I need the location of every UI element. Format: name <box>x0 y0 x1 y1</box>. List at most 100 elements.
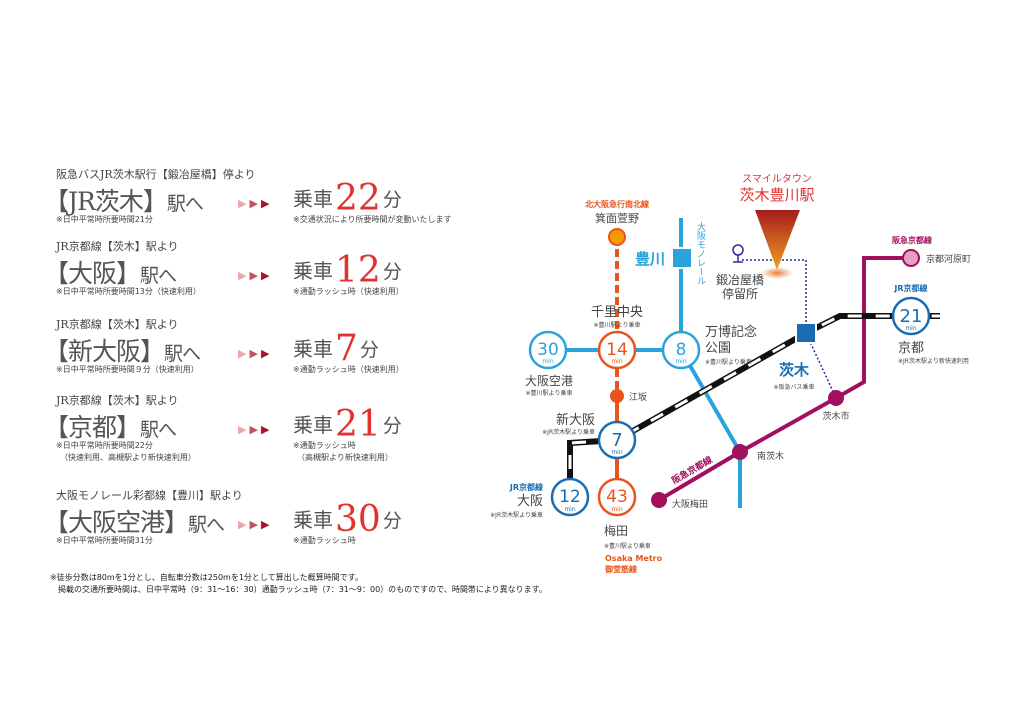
arrow-icon: ▶ <box>249 197 261 210</box>
site-glow <box>761 267 793 279</box>
arrow-icon: ▶ <box>238 423 250 436</box>
line-label: 阪急京都線 <box>892 235 932 245</box>
min-label: min <box>542 358 554 365</box>
note-line: ※通勤ラッシュ時（快速利用） <box>293 365 404 374</box>
site-subtitle: スマイルタウン <box>742 173 812 185</box>
station-circle <box>891 296 931 336</box>
station-dot <box>828 390 844 406</box>
station-dot <box>902 249 920 267</box>
note-line: ※通勤ラッシュ時 <box>293 441 356 450</box>
note-line: ※通勤ラッシュ時（快速利用） <box>293 287 404 296</box>
arrow-icon: ▶ <box>249 347 261 360</box>
route-shin-osaka: JR京都線【茨木】駅より 【新大阪】駅へ ※日中平常時所要時間９分（快速利用） … <box>44 316 496 396</box>
site-name: 茨木豊川駅 <box>739 186 814 204</box>
destination-suffix: 駅へ <box>188 514 225 536</box>
destination-name: 【JR茨木】 <box>44 187 168 216</box>
ride-minutes: 22 <box>335 178 381 219</box>
arrow-icon: ▶ <box>260 269 273 282</box>
ride-minutes: 7 <box>335 328 358 369</box>
arrow-icon: ▶▶▶ <box>238 269 272 282</box>
station-square <box>671 247 693 269</box>
ride-note: ※通勤ラッシュ時 <box>293 535 356 547</box>
min-label: min <box>611 449 623 456</box>
arrow-icon: ▶ <box>260 518 273 531</box>
ride-unit: 分 <box>382 510 402 532</box>
station-label: 京都 <box>898 341 924 356</box>
station-circle <box>597 477 637 517</box>
station-note: ※豊川駅より乗車 <box>526 389 573 397</box>
line-label: JR京都線 <box>893 283 927 293</box>
note-line: ※交通状況により所要時間が変動いたします <box>293 215 452 224</box>
route-destination: 【新大阪】駅へ <box>44 332 201 368</box>
arrow-icon: ▶ <box>238 347 250 360</box>
arrow-icon: ▶ <box>260 347 273 360</box>
station-note: ※JR茨木駅より乗車 <box>490 511 543 519</box>
arrow-icon: ▶ <box>249 269 261 282</box>
note-line: ※日中平常時所要時間31分 <box>56 536 153 545</box>
station-label: 梅田 <box>604 523 628 538</box>
station-note: ※豊川駅より乗車 <box>594 321 641 329</box>
ride-minutes: 30 <box>335 499 381 540</box>
route-jr-ibaraki: 阪急バスJR茨木駅行【鍛冶屋橋】停より 【JR茨木】駅へ ※日中平常時所要時間2… <box>44 166 496 246</box>
min-label: min <box>611 358 623 365</box>
station-note: ※JR茨木駅より乗車 <box>542 428 595 436</box>
line-label: 大阪モノレール <box>695 221 706 285</box>
route-origin: JR京都線【茨木】駅より <box>56 318 179 331</box>
footnote-line: 掲載の交通所要時間は、日中平常時（9：31～16：30）通勤ラッシュ時（7：31… <box>50 585 547 594</box>
route-note: ※日中平常時所要時間13分（快速利用） <box>56 286 201 298</box>
hankyu-line <box>657 256 911 502</box>
line-label: 御堂筋線 <box>604 564 637 574</box>
route-note: ※日中平常時所要時間22分 （快速利用、高槻駅より新快速利用） <box>56 440 196 464</box>
station-label: 万博記念 <box>705 324 757 340</box>
ride-label: 乗車 <box>293 413 333 437</box>
station-circle <box>528 330 568 370</box>
station-label: 鍛冶屋橋 <box>716 273 764 287</box>
station-note: ※豊川駅より乗車 <box>705 358 752 366</box>
station-label: 豊川 <box>635 250 665 268</box>
ride-note: ※通勤ラッシュ時（快速利用） <box>293 364 404 376</box>
note-line: ※日中平常時所要時間９分（快速利用） <box>56 365 199 374</box>
station-label: 大阪梅田 <box>672 498 708 510</box>
route-note: ※日中平常時所要時間31分 <box>56 535 153 547</box>
arrow-icon: ▶ <box>260 423 273 436</box>
note-line: ※通勤ラッシュ時 <box>293 536 356 545</box>
line-label: JR京都線 <box>509 482 543 492</box>
station-label: 新大阪 <box>556 412 595 428</box>
station-minutes: 43 <box>606 487 628 507</box>
route-note: ※日中平常時所要時間９分（快速利用） <box>56 364 199 376</box>
jr-line <box>568 314 940 497</box>
station-minutes: 8 <box>676 340 687 360</box>
ride-unit: 分 <box>382 189 402 211</box>
ride-unit: 分 <box>382 415 402 437</box>
arrow-icon: ▶▶▶ <box>238 347 272 360</box>
station-note: ※阪急バス乗車 <box>773 383 814 391</box>
line-label: 北大阪急行南北線 <box>585 199 649 209</box>
station-label: 茨木 <box>779 361 810 379</box>
station-circle <box>550 477 590 517</box>
route-osaka: JR京都線【茨木】駅より 【大阪】駅へ ※日中平常時所要時間13分（快速利用） … <box>44 238 496 318</box>
station-note: ※豊川駅より乗車 <box>604 542 651 550</box>
station-label: 茨木市 <box>822 410 849 422</box>
ride-note: ※交通状況により所要時間が変動いたします <box>293 214 452 226</box>
station-dot <box>732 444 748 460</box>
station-dot <box>610 389 624 403</box>
ride-note: ※通勤ラッシュ時（快速利用） <box>293 286 404 298</box>
station-minutes: 12 <box>559 487 581 507</box>
bus-stop-icon <box>732 244 744 256</box>
station-minutes: 21 <box>900 306 923 327</box>
station-label: 京都河原町 <box>926 253 971 265</box>
station-circle <box>597 330 637 370</box>
destination-suffix: 駅へ <box>140 419 177 441</box>
arrow-icon: ▶▶▶ <box>238 423 272 436</box>
ride-unit: 分 <box>359 339 379 361</box>
arrow-icon: ▶ <box>238 269 250 282</box>
note-line: ※日中平常時所要時間21分 <box>56 215 153 224</box>
station-label: 箕面萱野 <box>595 211 639 225</box>
destination-name: 【大阪】 <box>44 259 141 288</box>
route-origin: 阪急バスJR茨木駅行【鍛冶屋橋】停より <box>56 168 256 181</box>
arrow-icon: ▶ <box>238 518 250 531</box>
arrow-icon: ▶ <box>249 518 261 531</box>
